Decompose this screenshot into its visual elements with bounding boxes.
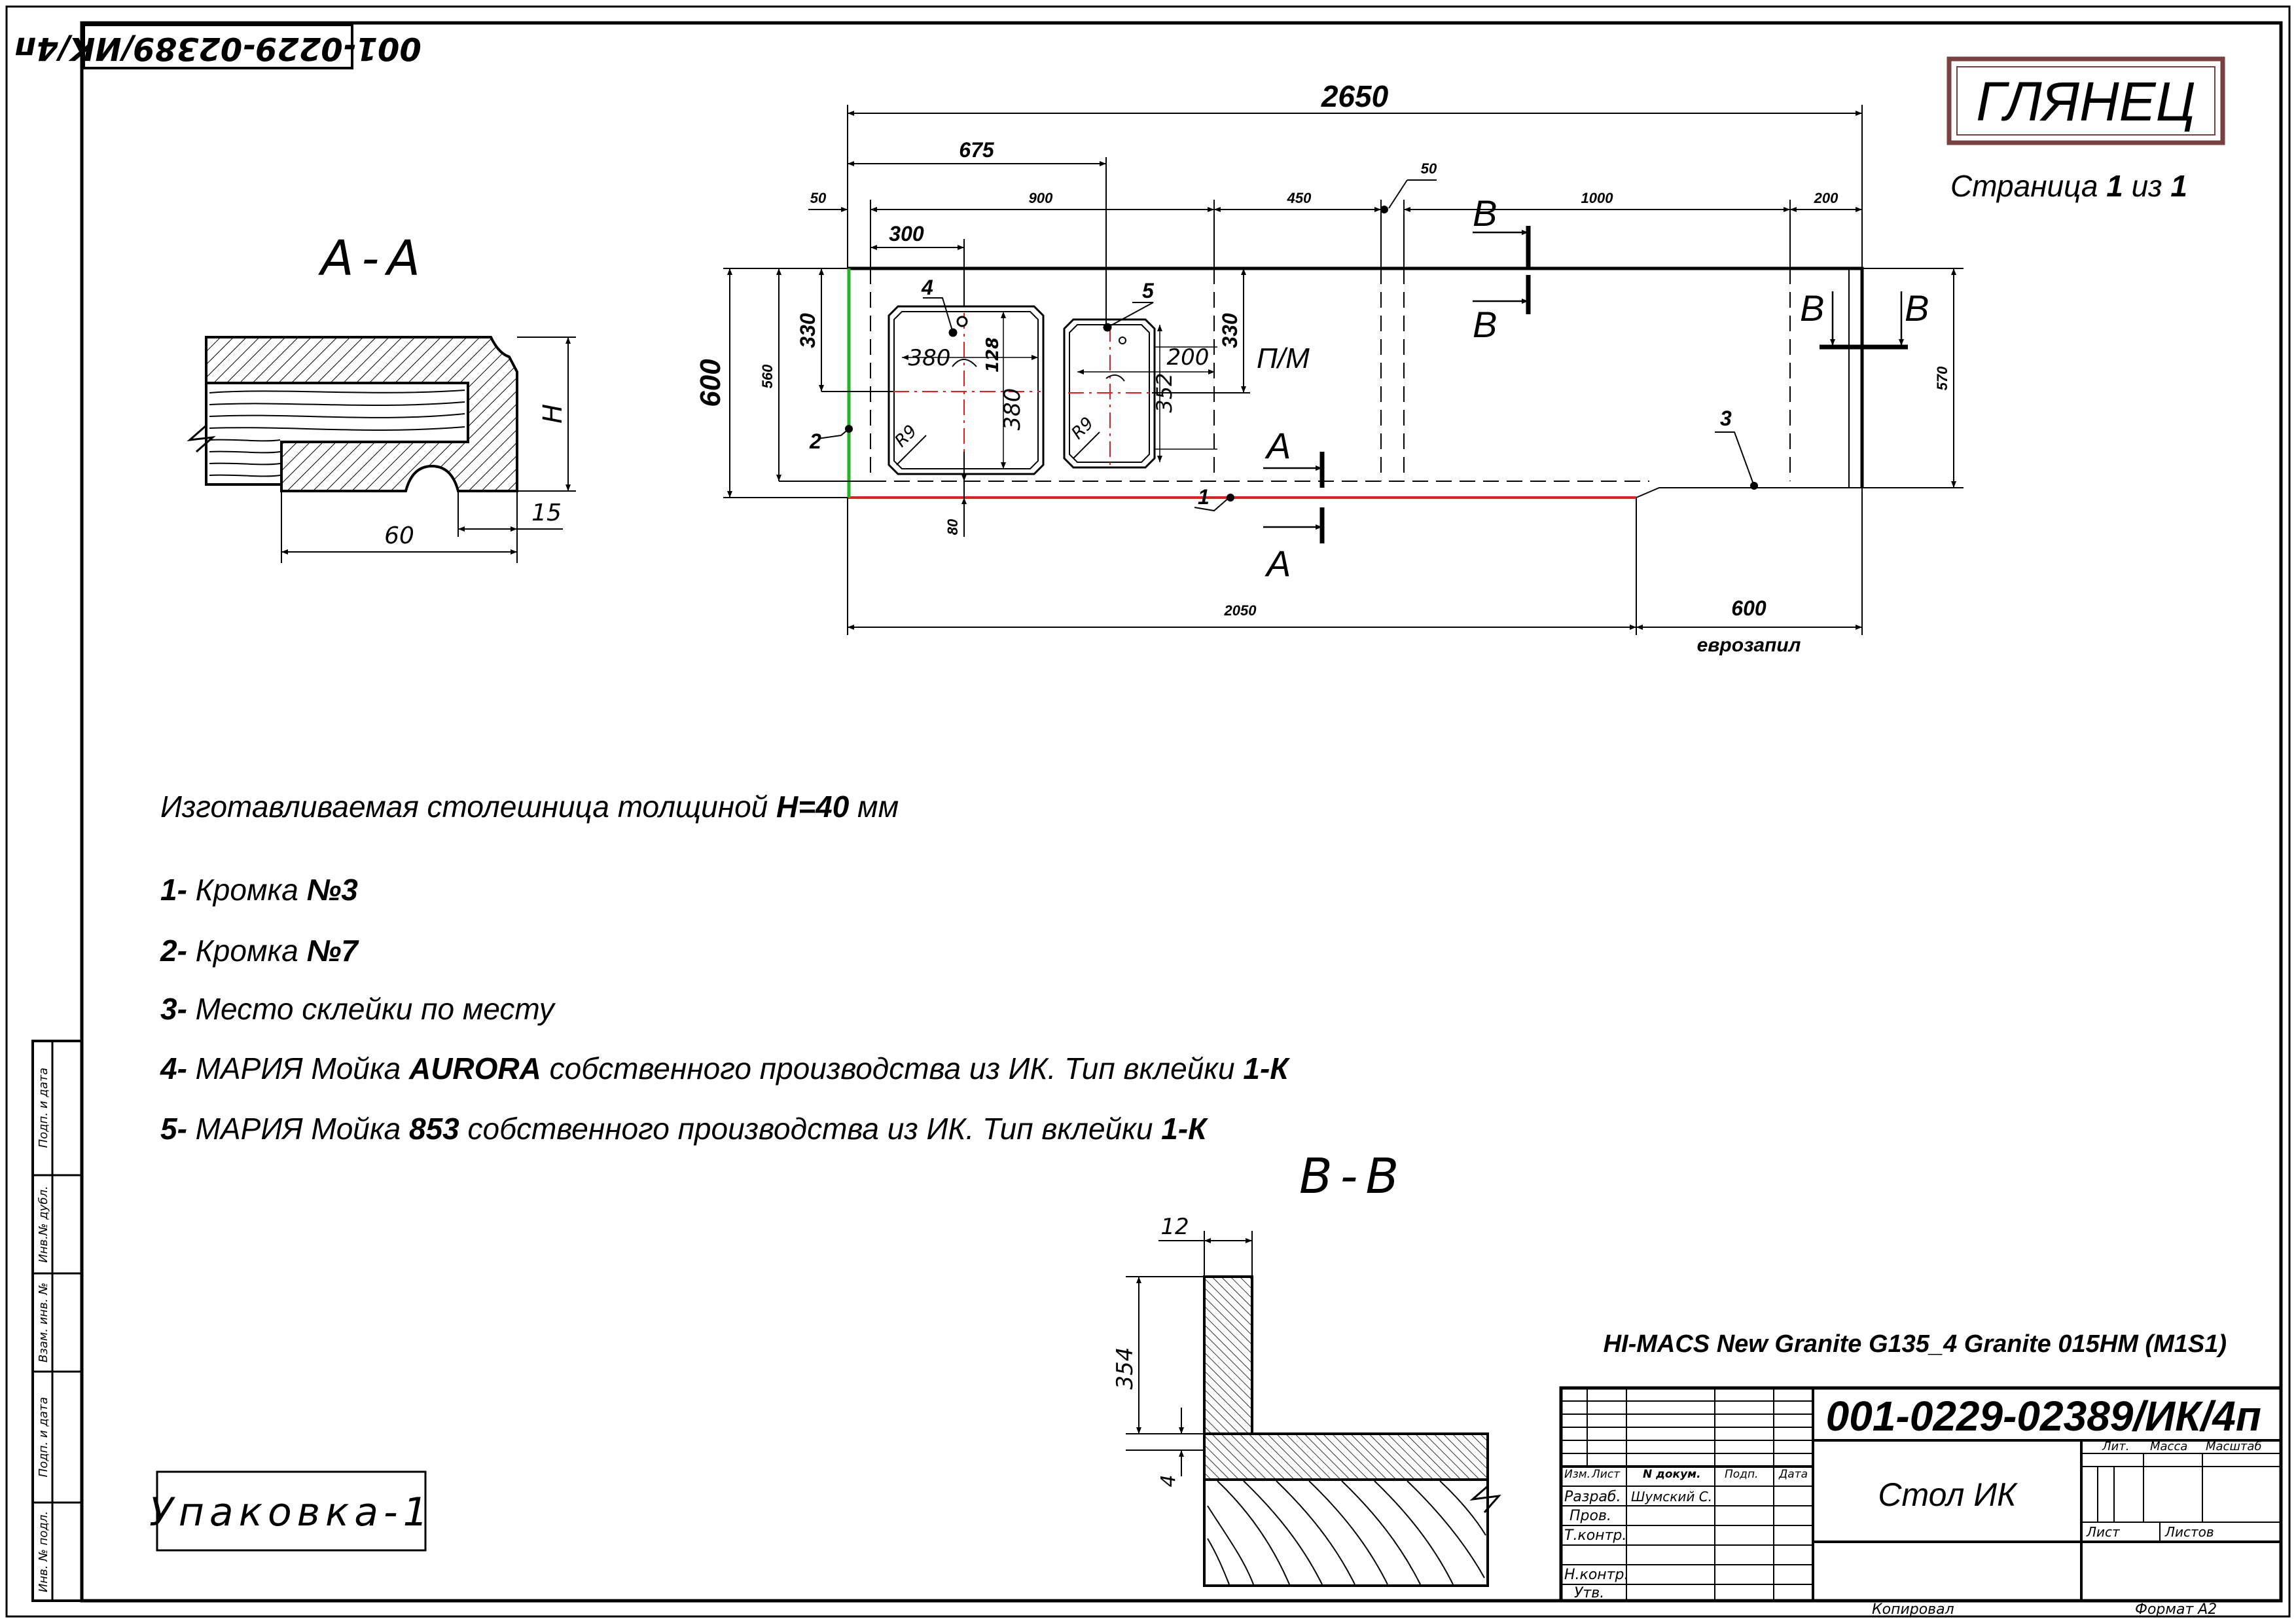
svg-text:560: 560: [759, 364, 776, 388]
svg-text:Изм.: Изм.: [1564, 1468, 1590, 1481]
svg-text:3: 3: [1720, 407, 1732, 430]
outer-frame: [5, 5, 2291, 1618]
svg-text:Инв. № подл.: Инв. № подл.: [37, 1511, 50, 1592]
svg-text:330: 330: [1218, 313, 1242, 348]
product-name: Стол ИК: [1878, 1476, 2018, 1513]
svg-text:Лист: Лист: [1591, 1468, 1621, 1481]
svg-text:Разраб.: Разраб.: [1564, 1489, 1621, 1505]
svg-text:В: В: [1800, 287, 1824, 329]
svg-text:4: 4: [921, 276, 933, 299]
svg-text:Листов: Листов: [2164, 1524, 2214, 1540]
sink-853: [1063, 318, 1217, 469]
sink-aurora: [888, 305, 1045, 475]
svg-text:Утв.: Утв.: [1574, 1585, 1604, 1601]
svg-text:675: 675: [959, 138, 995, 162]
svg-text:П/М: П/М: [1257, 342, 1310, 374]
svg-text:354: 354: [1112, 1347, 1138, 1390]
document-code: 001-0229-02389/ИК/4п: [1826, 1393, 2261, 1440]
side-strip-labels: Подп. и дата Инв.№ дубл. Взам. инв. № По…: [37, 1068, 50, 1592]
svg-text:Масса: Масса: [2150, 1440, 2187, 1453]
svg-text:Т.контр.: Т.контр.: [1564, 1527, 1626, 1544]
svg-text:600: 600: [1731, 596, 1767, 620]
section-aa-title: А-А: [318, 230, 428, 287]
svg-text:330: 330: [796, 313, 819, 348]
svg-text:2650: 2650: [1321, 79, 1389, 113]
svg-text:Упаковка-1: Упаковка-1: [149, 1489, 433, 1535]
svg-text:R9: R9: [891, 422, 922, 452]
page-info: Страница 1 из 1: [1950, 169, 2187, 203]
svg-text:Подп.: Подп.: [1725, 1468, 1758, 1481]
section-bb: 12 354 4: [1112, 1214, 1501, 1587]
title-block: [1559, 1386, 2283, 1603]
svg-text:15: 15: [531, 500, 562, 526]
svg-text:5: 5: [1142, 279, 1155, 302]
svg-text:200: 200: [1814, 190, 1839, 206]
svg-text:А: А: [1265, 543, 1291, 584]
svg-text:еврозапил: еврозапил: [1697, 634, 1801, 656]
svg-text:200: 200: [1167, 344, 1210, 371]
svg-text:Подп. и дата: Подп. и дата: [37, 1068, 50, 1148]
svg-text:50: 50: [1421, 160, 1437, 177]
svg-text:N докум.: N докум.: [1643, 1468, 1701, 1481]
svg-text:1000: 1000: [1581, 190, 1614, 206]
svg-text:570: 570: [1934, 366, 1950, 390]
svg-text:60: 60: [384, 522, 414, 549]
plan-dimension-labels: 2650 675 50 900 450 50 1000 200 300 600 …: [694, 79, 1950, 656]
material-line: HI-MACS New Granite G135_4 Granite 015HM…: [1604, 1330, 2227, 1358]
rotated-code-text: 001-0229-02389/ИК/4п: [14, 30, 422, 67]
rotated-code-stamp: 001-0229-02389/ИК/4п: [14, 24, 422, 69]
svg-text:В: В: [1473, 192, 1497, 234]
svg-text:80: 80: [944, 519, 961, 535]
svg-text:12: 12: [1160, 1214, 1189, 1240]
svg-text:600: 600: [694, 359, 726, 407]
svg-text:380: 380: [908, 345, 951, 371]
svg-text:450: 450: [1287, 190, 1312, 206]
svg-text:Пров.: Пров.: [1570, 1508, 1611, 1524]
svg-text:Подп. и дата: Подп. и дата: [37, 1397, 50, 1478]
svg-text:Шумский С.: Шумский С.: [1631, 1489, 1712, 1504]
svg-text:2050: 2050: [1224, 602, 1257, 619]
svg-text:4: 4: [1157, 1474, 1180, 1487]
countertop-plan: 380 380 128 R9 200 352 R9: [723, 105, 1964, 635]
svg-text:В: В: [1473, 304, 1497, 345]
title-block-text: 001-0229-02389/ИК/4п Стол ИК Изм. Лист N…: [1564, 1393, 2262, 1618]
inner-frame: [80, 21, 2283, 1603]
svg-text:Дата: Дата: [1778, 1468, 1808, 1481]
section-bb-title: В-В: [1299, 1148, 1407, 1205]
svg-text:В: В: [1905, 287, 1929, 329]
svg-text:Копировал: Копировал: [1872, 1601, 1954, 1618]
svg-text:Изготавливаемая столешница тол: Изготавливаемая столешница толщиной H=40…: [160, 790, 899, 824]
section-aa: H 60 15: [187, 336, 576, 563]
svg-text:3- Место склейки по месту: 3- Место склейки по месту: [160, 992, 556, 1026]
svg-text:300: 300: [889, 222, 924, 246]
svg-text:50: 50: [810, 190, 827, 206]
svg-text:1- Кромка №3: 1- Кромка №3: [160, 873, 358, 907]
svg-text:Лист: Лист: [2086, 1524, 2121, 1540]
svg-text:Масштаб: Масштаб: [2206, 1440, 2262, 1453]
package-label: Упаковка-1: [149, 1470, 433, 1552]
svg-text:Н.контр.: Н.контр.: [1564, 1567, 1628, 1583]
svg-text:4- МАРИЯ Мойка AURORA собствен: 4- МАРИЯ Мойка AURORA собственного произ…: [160, 1051, 1290, 1085]
svg-text:Инв.№ дубл.: Инв.№ дубл.: [37, 1186, 50, 1262]
side-strip: [31, 1040, 83, 1602]
svg-text:Взам. инв. №: Взам. инв. №: [37, 1283, 50, 1362]
svg-text:А: А: [1265, 425, 1291, 466]
finish-badge-text: ГЛЯНЕЦ: [1976, 71, 2196, 132]
svg-text:Формат A2: Формат A2: [2135, 1601, 2217, 1618]
svg-text:900: 900: [1029, 190, 1053, 206]
finish-badge: ГЛЯНЕЦ: [1946, 56, 2225, 145]
svg-text:2- Кромка №7: 2- Кромка №7: [160, 934, 359, 968]
svg-text:5- МАРИЯ Мойка 853 собственног: 5- МАРИЯ Мойка 853 собственного производ…: [160, 1112, 1208, 1146]
svg-text:2: 2: [809, 429, 821, 453]
svg-text:128: 128: [983, 337, 1003, 373]
svg-text:H: H: [538, 404, 568, 424]
svg-text:Лит.: Лит.: [2102, 1440, 2129, 1453]
svg-text:380: 380: [999, 388, 1026, 431]
notes: Изготавливаемая столешница толщиной H=40…: [160, 790, 1290, 1146]
svg-text:1: 1: [1198, 485, 1210, 509]
